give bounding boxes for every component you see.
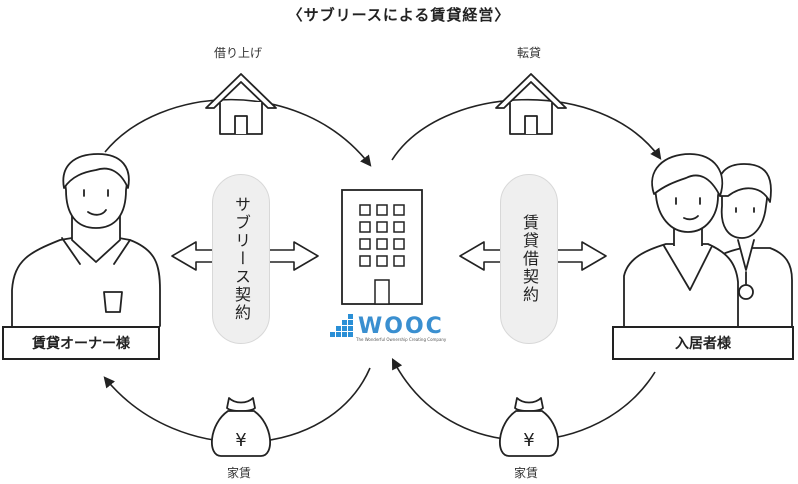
curved-arrow-icon: [104, 98, 372, 167]
money-bag-icon: [211, 397, 271, 457]
sublease-contract-label: サブリース契約: [232, 196, 251, 322]
logo-text: WOOC: [358, 314, 444, 339]
owner-person-icon: [11, 153, 161, 327]
diagram-title: 〈サブリースによる賃貸経営〉: [287, 6, 511, 24]
yen-symbol: ¥: [523, 430, 534, 451]
wooc-logo: [330, 314, 353, 337]
lease-contract-label: 賃貸借契約: [520, 214, 539, 304]
tenant-couple-icon: [623, 153, 793, 327]
label-borrow: 借り上げ: [214, 46, 263, 60]
money-bag-icon: [499, 397, 559, 457]
owner-name-box: 賃貸オーナー様: [2, 326, 160, 360]
lease-contract-pill: 賃貸借契約: [500, 174, 558, 344]
label-sublease: 転貸: [517, 46, 542, 60]
yen-symbol: ¥: [235, 430, 246, 451]
building-icon: [341, 189, 423, 305]
sublease-contract-pill: サブリース契約: [212, 174, 270, 344]
curved-arrow-icon: [391, 98, 662, 161]
logo-tagline: The Wonderful Ownership Creating Company: [356, 337, 447, 342]
tenant-name-box: 入居者様: [612, 326, 794, 360]
house-icon: [495, 73, 567, 135]
label-rent-right: 家賃: [514, 466, 539, 480]
house-icon: [205, 73, 277, 135]
label-rent-left: 家賃: [227, 466, 252, 480]
